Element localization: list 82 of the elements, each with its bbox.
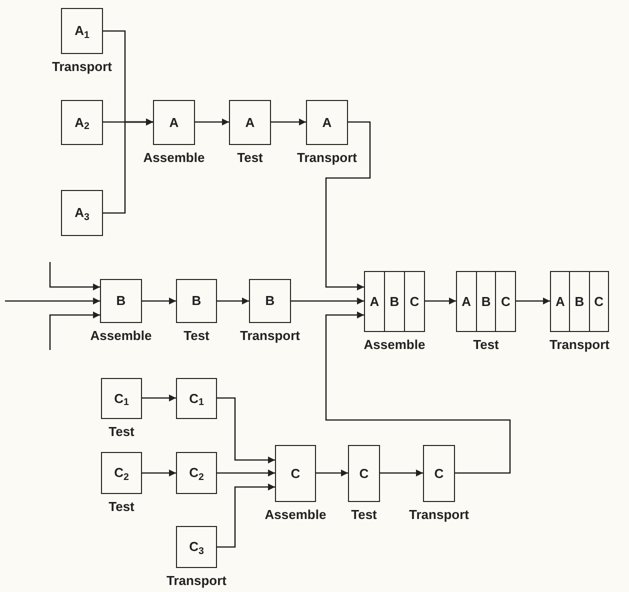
box-label: A$_{3}$ <box>74 204 90 223</box>
arrow <box>142 298 176 304</box>
box-label: B <box>574 292 584 311</box>
arrow <box>217 484 275 548</box>
box-label: C <box>359 464 369 483</box>
box-label: B <box>116 292 126 310</box>
process-box <box>249 279 291 323</box>
box-label: B <box>192 292 202 310</box>
process-box <box>364 271 425 332</box>
process-box <box>176 526 217 568</box>
step-caption: Transport <box>52 58 112 76</box>
process-box <box>176 378 217 419</box>
step-caption: Transport <box>240 327 300 345</box>
process-box <box>275 445 316 502</box>
box-label: A <box>462 292 472 311</box>
process-box <box>423 445 455 502</box>
arrow <box>103 118 153 214</box>
step-caption: Transport <box>166 572 226 590</box>
process-box <box>101 378 142 419</box>
process-box <box>176 279 217 323</box>
box-label: A <box>245 114 255 132</box>
box-label: C$_{1}$ <box>189 390 204 408</box>
step-caption: Test <box>237 149 263 167</box>
box-label: C <box>410 292 420 311</box>
arrow <box>325 121 371 290</box>
step-caption: Assemble <box>143 149 205 167</box>
arrow <box>425 298 456 304</box>
box-label: C$_{2}$ <box>189 464 204 483</box>
process-box <box>348 445 380 502</box>
box-label: C$_{2}$ <box>114 464 129 483</box>
step-caption: Assemble <box>264 506 326 524</box>
process-box <box>100 279 142 323</box>
process-box <box>176 452 217 494</box>
arrow <box>217 397 275 464</box>
step-caption: Assemble <box>364 336 426 354</box>
step-caption: Test <box>184 327 210 345</box>
box-label: B <box>265 292 275 310</box>
step-caption: Assemble <box>90 327 152 345</box>
process-box <box>61 190 103 236</box>
box-label: B <box>390 292 400 311</box>
box-label: A$_{2}$ <box>74 114 90 132</box>
box-label: B <box>481 292 491 311</box>
process-box <box>229 100 271 145</box>
process-box <box>101 452 142 494</box>
arrow <box>217 470 275 476</box>
arrow <box>142 470 176 476</box>
process-box <box>61 100 103 145</box>
arrow <box>49 312 100 350</box>
box-label: A <box>169 114 179 132</box>
process-box <box>153 100 195 145</box>
arrow <box>516 298 550 304</box>
box-label: A <box>322 114 332 132</box>
arrow <box>142 394 176 402</box>
arrow <box>316 470 348 476</box>
process-box <box>550 271 609 332</box>
step-caption: Test <box>473 336 499 354</box>
process-box <box>456 271 516 332</box>
arrow <box>271 118 306 126</box>
box-label: C$_{1}$ <box>114 390 129 408</box>
step-caption: Test <box>351 506 377 524</box>
box-label: A <box>370 292 380 311</box>
step-caption: Test <box>108 498 134 516</box>
arrow <box>195 118 229 126</box>
arrow <box>325 312 511 474</box>
step-caption: Transport <box>409 506 469 524</box>
arrow <box>380 470 423 476</box>
step-caption: Transport <box>550 336 610 354</box>
box-label: C$_{3}$ <box>189 538 204 557</box>
box-label: A <box>555 292 565 311</box>
box-label: C <box>594 292 604 311</box>
box-label: C <box>290 464 300 483</box>
box-label: C <box>500 292 510 311</box>
step-caption: Transport <box>297 149 357 167</box>
arrow <box>5 298 100 304</box>
box-label: C <box>434 464 444 483</box>
process-box <box>306 100 348 145</box>
box-label: A$_{1}$ <box>74 22 90 41</box>
arrow <box>291 298 364 304</box>
process-box <box>61 8 103 54</box>
arrow <box>217 298 249 304</box>
step-caption: Test <box>108 423 134 441</box>
arrow <box>49 262 100 290</box>
